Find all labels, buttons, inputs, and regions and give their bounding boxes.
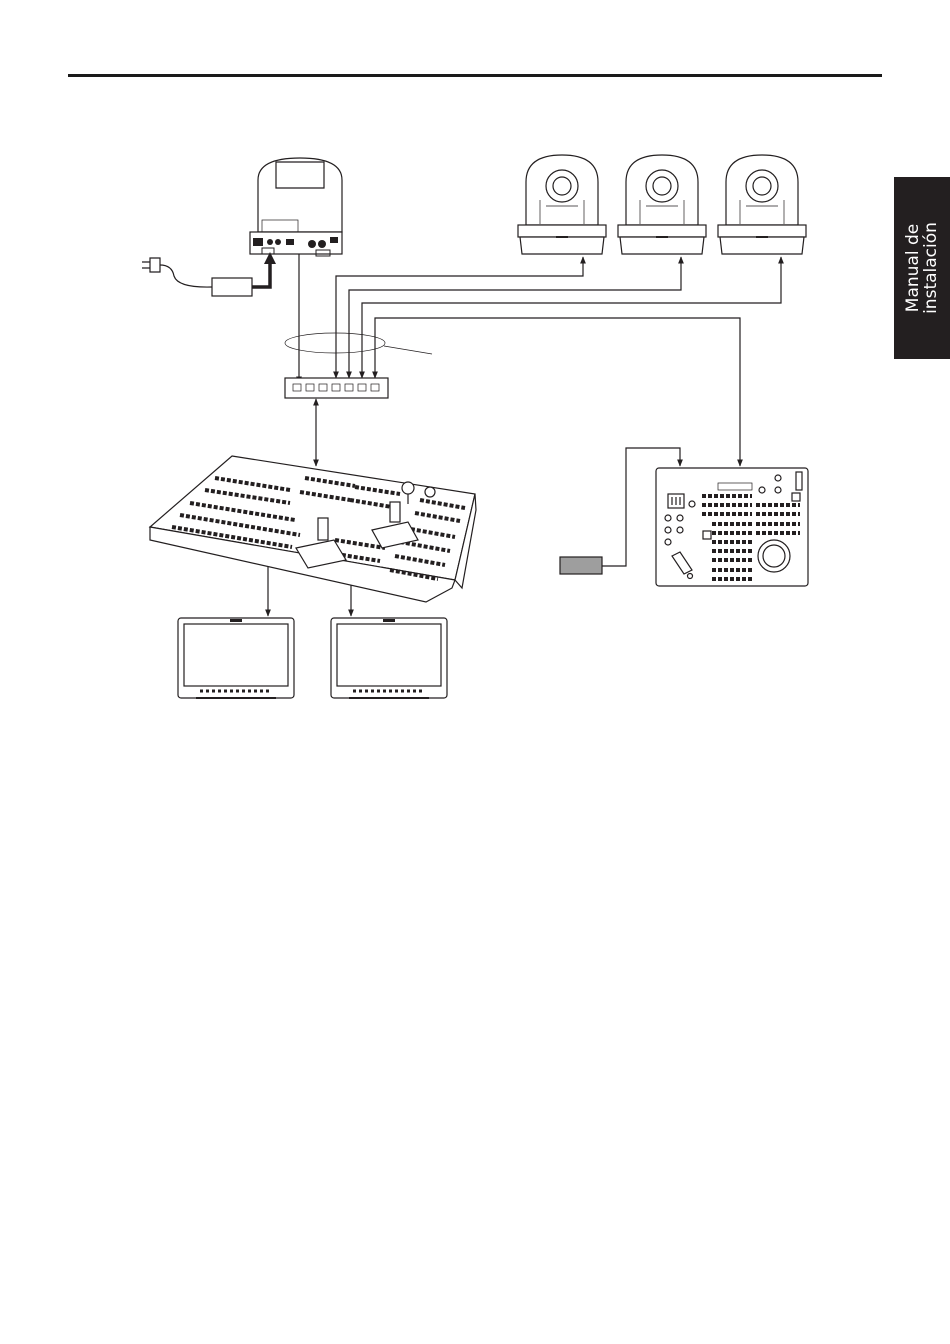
- monitor-icon: [178, 618, 294, 699]
- live-switcher: [150, 456, 476, 602]
- ptz-camera-main: [250, 158, 342, 256]
- monitor-icon: [331, 618, 447, 699]
- ptz-camera-icon: [618, 155, 706, 254]
- ptz-camera-icon: [718, 155, 806, 254]
- power-plug: [142, 258, 212, 287]
- ac-adapter-icon: [212, 252, 276, 296]
- ptz-camera-1: [518, 155, 606, 254]
- ptz-camera-3: [718, 155, 806, 254]
- network-switch: [285, 378, 388, 398]
- power-plug-icon: [142, 258, 212, 287]
- ptz-camera-icon: [518, 155, 606, 254]
- network-switch-icon: [285, 378, 388, 398]
- ptz-camera-2: [618, 155, 706, 254]
- ac-adapter: [212, 252, 276, 296]
- live-switcher-icon: [150, 456, 476, 602]
- monitor-1: [178, 618, 294, 699]
- monitor-2: [331, 618, 447, 699]
- ptz-camera-icon: [250, 158, 342, 256]
- ac-adapter-icon: [560, 557, 602, 574]
- controller-ac-adapter: [560, 557, 602, 574]
- remote-controller-icon: [656, 468, 808, 586]
- remote-controller: [656, 468, 808, 586]
